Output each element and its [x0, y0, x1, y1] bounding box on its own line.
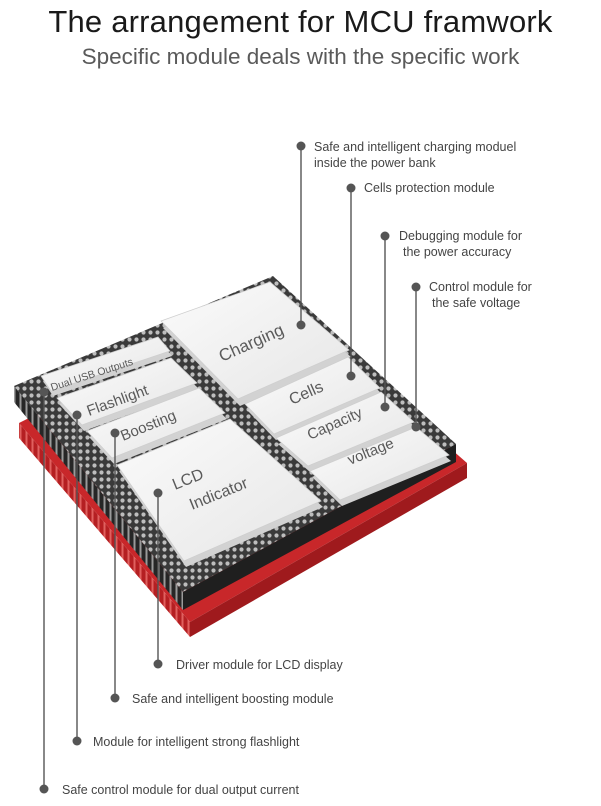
callout-dot-lcd — [153, 488, 163, 498]
page-title: The arrangement for MCU framwork — [48, 4, 553, 39]
module-lcd — [116, 418, 322, 562]
callout-dot-boosting — [110, 428, 120, 438]
module-boosting — [86, 387, 226, 459]
callout-dot-flashlight — [72, 410, 82, 420]
callout-dot-voltage-top — [411, 282, 421, 292]
module-charging — [160, 281, 350, 400]
callout-dual-usb: Safe control module for dual output curr… — [62, 783, 299, 797]
callout-dot-cells — [346, 371, 356, 381]
callout-dot-dual-usb — [39, 387, 49, 397]
module-voltage — [309, 426, 450, 501]
module-dual-usb — [40, 336, 171, 392]
module-blocks — [40, 281, 451, 567]
callout-lcd: Driver module for LCD display — [176, 658, 343, 672]
callout-capacity-line1: Debugging module for — [399, 229, 522, 243]
leader-lines — [43, 146, 417, 789]
callout-voltage-line1: Control module for — [429, 280, 532, 294]
callout-boosting: Safe and intelligent boosting module — [132, 692, 334, 706]
callout-dot-flashlight-bottom — [72, 736, 82, 746]
callout-dot-boosting-bottom — [110, 693, 120, 703]
callout-dot-charging — [296, 320, 306, 330]
callout-flashlight: Module for intelligent strong flashlight — [93, 735, 300, 749]
callout-dot-capacity — [380, 402, 390, 412]
callout-dot-capacity-top — [380, 231, 390, 241]
callout-dot-voltage — [411, 422, 421, 432]
page-subtitle: Specific module deals with the specific … — [81, 44, 520, 69]
callout-dot-lcd-bottom — [153, 659, 163, 669]
callout-charging-line2: inside the power bank — [314, 156, 436, 170]
module-capacity — [275, 391, 415, 467]
callout-cells: Cells protection module — [364, 181, 495, 195]
callout-dot-charging-top — [296, 141, 306, 151]
callout-voltage-line2: the safe voltage — [432, 296, 520, 310]
callout-dot-dual-usb-bottom — [39, 784, 49, 794]
callout-capacity-line2: the power accuracy — [403, 245, 512, 259]
leader-dots — [39, 141, 421, 794]
module-cells — [244, 356, 381, 435]
callout-dot-cells-top — [346, 183, 356, 193]
callout-charging-line1: Safe and intelligent charging moduel — [314, 140, 516, 154]
